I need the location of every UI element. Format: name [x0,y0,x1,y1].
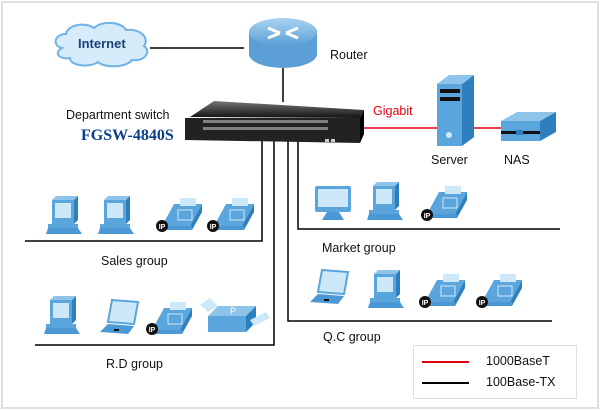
switch-icon [185,101,364,143]
legend-label: 100Base-TX [486,375,556,389]
switch-model: FGSW-4840S [81,127,174,144]
desktop-pc-icon [98,196,134,234]
ip-badge-icon: IP [207,220,219,232]
switch-label: Department switch [66,108,170,122]
legend-swatch-black [422,382,469,384]
legend: 1000BaseT 100Base-TX [413,345,577,399]
rd-group-devices: IP P [44,296,270,335]
desktop-pc-icon [44,296,80,334]
ip-badge-icon: IP [419,296,431,308]
link-switch-rd [35,140,275,346]
router-icon [249,18,317,68]
link-switch-market [297,140,560,230]
legend-label: 1000BaseT [486,354,550,368]
group-label-sales: Sales group [101,254,168,268]
link-switch-sales [25,140,263,242]
ip-phone-icon [213,197,255,231]
ip-badge-icon: IP [146,323,158,335]
ip-phone-icon [426,185,468,219]
market-group-devices: IP [315,182,468,221]
svg-text:IP: IP [149,327,156,334]
laptop-icon [99,299,139,335]
internet-label: Internet [78,36,126,51]
laptop-icon [309,269,349,305]
nas-icon [501,112,556,141]
ip-phone-icon [424,273,466,307]
legend-swatch-red [422,361,469,363]
link-switch-qc [287,140,552,322]
desktop-pc-icon [367,182,403,220]
group-label-rd: R.D group [106,357,163,371]
svg-text:IP: IP [210,224,217,231]
ip-phone-icon [481,273,523,307]
server-label: Server [431,153,468,167]
server-icon [437,75,474,146]
group-label-market: Market group [322,241,396,255]
svg-text:IP: IP [159,224,166,231]
ip-badge-icon: IP [421,209,433,221]
imac-icon [315,186,351,220]
ip-phone-icon [151,301,193,335]
desktop-pc-icon [46,196,82,234]
svg-text:IP: IP [424,213,431,220]
gigabit-label: Gigabit [373,104,413,118]
connections-100base-tx [25,47,560,346]
sales-group-devices: IP IP [46,196,255,234]
desktop-pc-icon [368,270,404,308]
router-label: Router [330,48,368,62]
nas-label: NAS [504,153,530,167]
svg-text:IP: IP [422,300,429,307]
svg-text:IP: IP [479,300,486,307]
ip-badge-icon: IP [476,296,488,308]
printer-icon: P [200,298,270,332]
qc-group-devices: IP IP [309,269,523,308]
svg-text:P: P [230,306,236,316]
ip-phone-icon [161,197,203,231]
group-label-qc: Q.C group [323,330,381,344]
internet-cloud-icon [54,22,149,68]
ip-badge-icon: IP [156,220,168,232]
